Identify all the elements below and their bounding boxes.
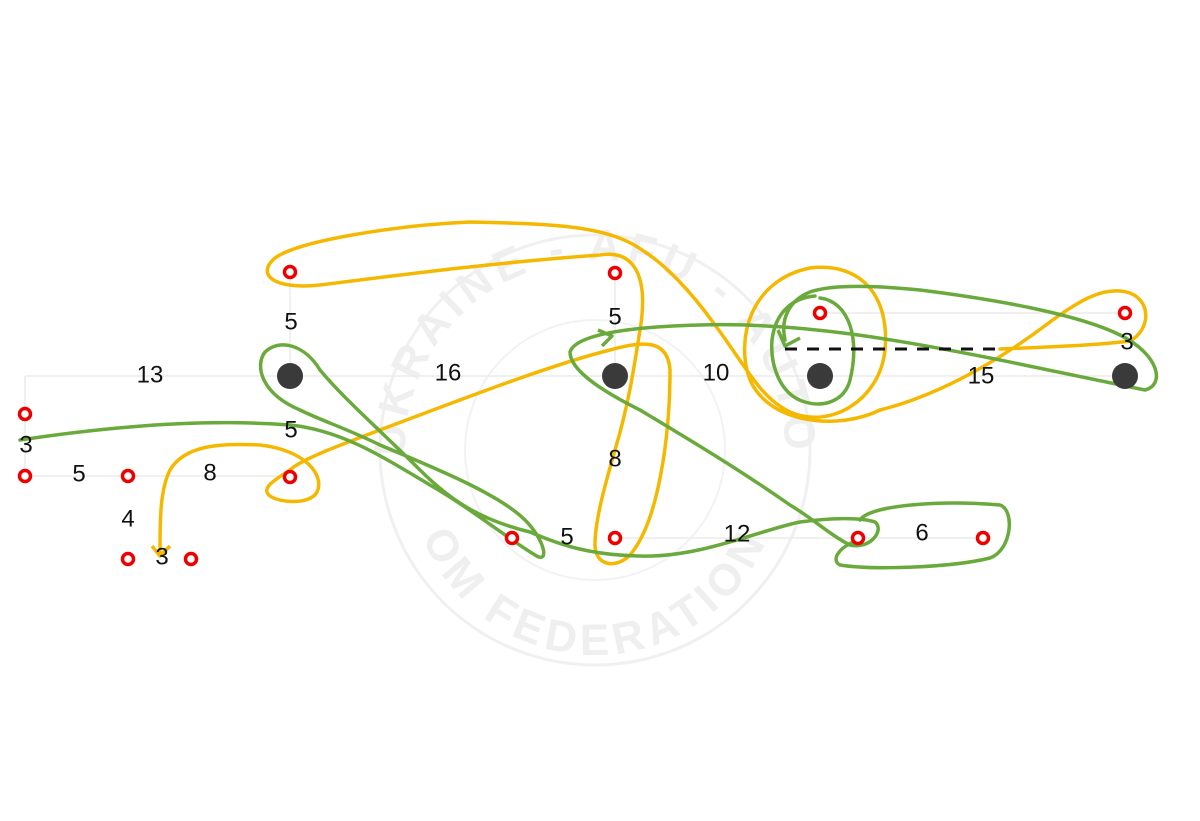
- reference-lines: [24, 272, 1125, 539]
- distance-label-5-top-mid: 5: [608, 303, 621, 330]
- distance-label-5-bottom: 5: [560, 523, 573, 550]
- green-run-path: [18, 284, 1159, 570]
- cone-icon: [607, 265, 623, 281]
- cone-icon: [607, 530, 623, 546]
- pylon-icon: [807, 363, 833, 389]
- yellow-run-path: [158, 220, 1148, 566]
- cone-icon: [17, 406, 33, 422]
- distance-label-3-bottom: 3: [155, 543, 168, 570]
- distance-label-8-left: 8: [203, 459, 216, 486]
- cone-icon: [282, 469, 298, 485]
- cones: [17, 264, 1133, 567]
- cone-icon: [183, 551, 199, 567]
- distance-label-6: 6: [915, 519, 928, 546]
- arrowhead-icon: [150, 328, 801, 558]
- distance-label-13: 13: [137, 361, 164, 388]
- cone-icon: [1117, 305, 1133, 321]
- distance-label-5-top-left: 5: [284, 308, 297, 335]
- pylon-icon: [1112, 363, 1138, 389]
- distance-labels: 13 16 10 15 5 5 5 3 3 5 8 8 4 3 5 12 6: [19, 303, 1133, 570]
- distance-label-15: 15: [968, 362, 995, 389]
- cone-icon: [812, 305, 828, 321]
- cone-icon: [504, 530, 520, 546]
- pylon-icon: [277, 363, 303, 389]
- pylon-icon: [602, 363, 628, 389]
- distance-label-10: 10: [703, 359, 730, 386]
- cone-icon: [282, 264, 298, 280]
- cone-icon: [850, 530, 866, 546]
- cone-icon: [120, 468, 136, 484]
- cone-icon: [17, 468, 33, 484]
- pylons: [277, 363, 1138, 389]
- distance-label-5-left: 5: [72, 460, 85, 487]
- federation-watermark: UKRAINE - AFU - AUTO OM FEDERATION: [365, 220, 819, 667]
- cone-icon: [120, 551, 136, 567]
- distance-label-8-mid: 8: [608, 445, 621, 472]
- distance-label-5-mid-left: 5: [284, 416, 297, 443]
- distance-label-4: 4: [121, 505, 134, 532]
- distance-label-16: 16: [435, 359, 462, 386]
- cone-icon: [975, 530, 991, 546]
- distance-label-3-left: 3: [19, 431, 32, 458]
- distance-label-12: 12: [724, 520, 751, 547]
- distance-label-3-right: 3: [1120, 328, 1133, 355]
